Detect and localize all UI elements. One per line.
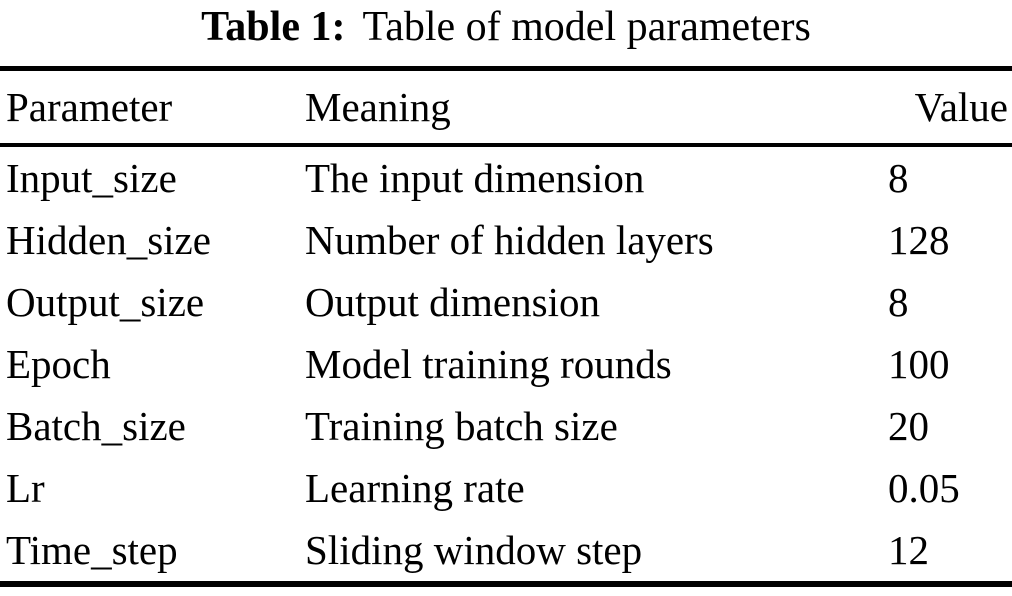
cell-meaning: Learning rate [305,464,525,511]
column-header-value: Value [914,83,1008,130]
table-row: Time_step Sliding window step 12 [0,519,1012,581]
cell-parameter: Lr [6,464,45,511]
cell-parameter: Output_size [6,278,205,325]
table-row: Lr Learning rate 0.05 [0,457,1012,519]
cell-value: 8 [888,154,909,201]
cell-value: 100 [888,340,950,387]
table-caption: Table 1: Table of model parameters [0,0,1012,66]
cell-meaning: Output dimension [305,278,600,325]
cell-meaning: Model training rounds [305,340,672,387]
cell-parameter: Time_step [6,526,178,573]
cell-parameter: Input_size [6,154,177,201]
table-caption-title: Table of model parameters [362,4,811,50]
cell-meaning: Training batch size [305,402,618,449]
column-header-parameter: Parameter [6,83,173,130]
table-caption-label: Table 1: [201,4,346,50]
cell-parameter: Hidden_size [6,216,211,263]
column-header-meaning: Meaning [305,83,451,130]
cell-value: 0.05 [888,464,960,511]
cell-meaning: Sliding window step [305,526,643,573]
table-row: Output_size Output dimension 8 [0,271,1012,333]
table-row: Input_size The input dimension 8 [0,147,1012,209]
cell-meaning: Number of hidden layers [305,216,714,263]
cell-parameter: Batch_size [6,402,186,449]
cell-parameter: Epoch [6,340,111,387]
cell-value: 128 [888,216,950,263]
cell-value: 12 [888,526,929,573]
table-row: Batch_size Training batch size 20 [0,395,1012,457]
table-row: Epoch Model training rounds 100 [0,333,1012,395]
cell-value: 20 [888,402,929,449]
cell-value: 8 [888,278,909,325]
table-row: Hidden_size Number of hidden layers 128 [0,209,1012,271]
cell-meaning: The input dimension [305,154,645,201]
model-parameters-table: Parameter Meaning Value Input_size The i… [0,66,1012,587]
table-header-row: Parameter Meaning Value [0,71,1012,147]
